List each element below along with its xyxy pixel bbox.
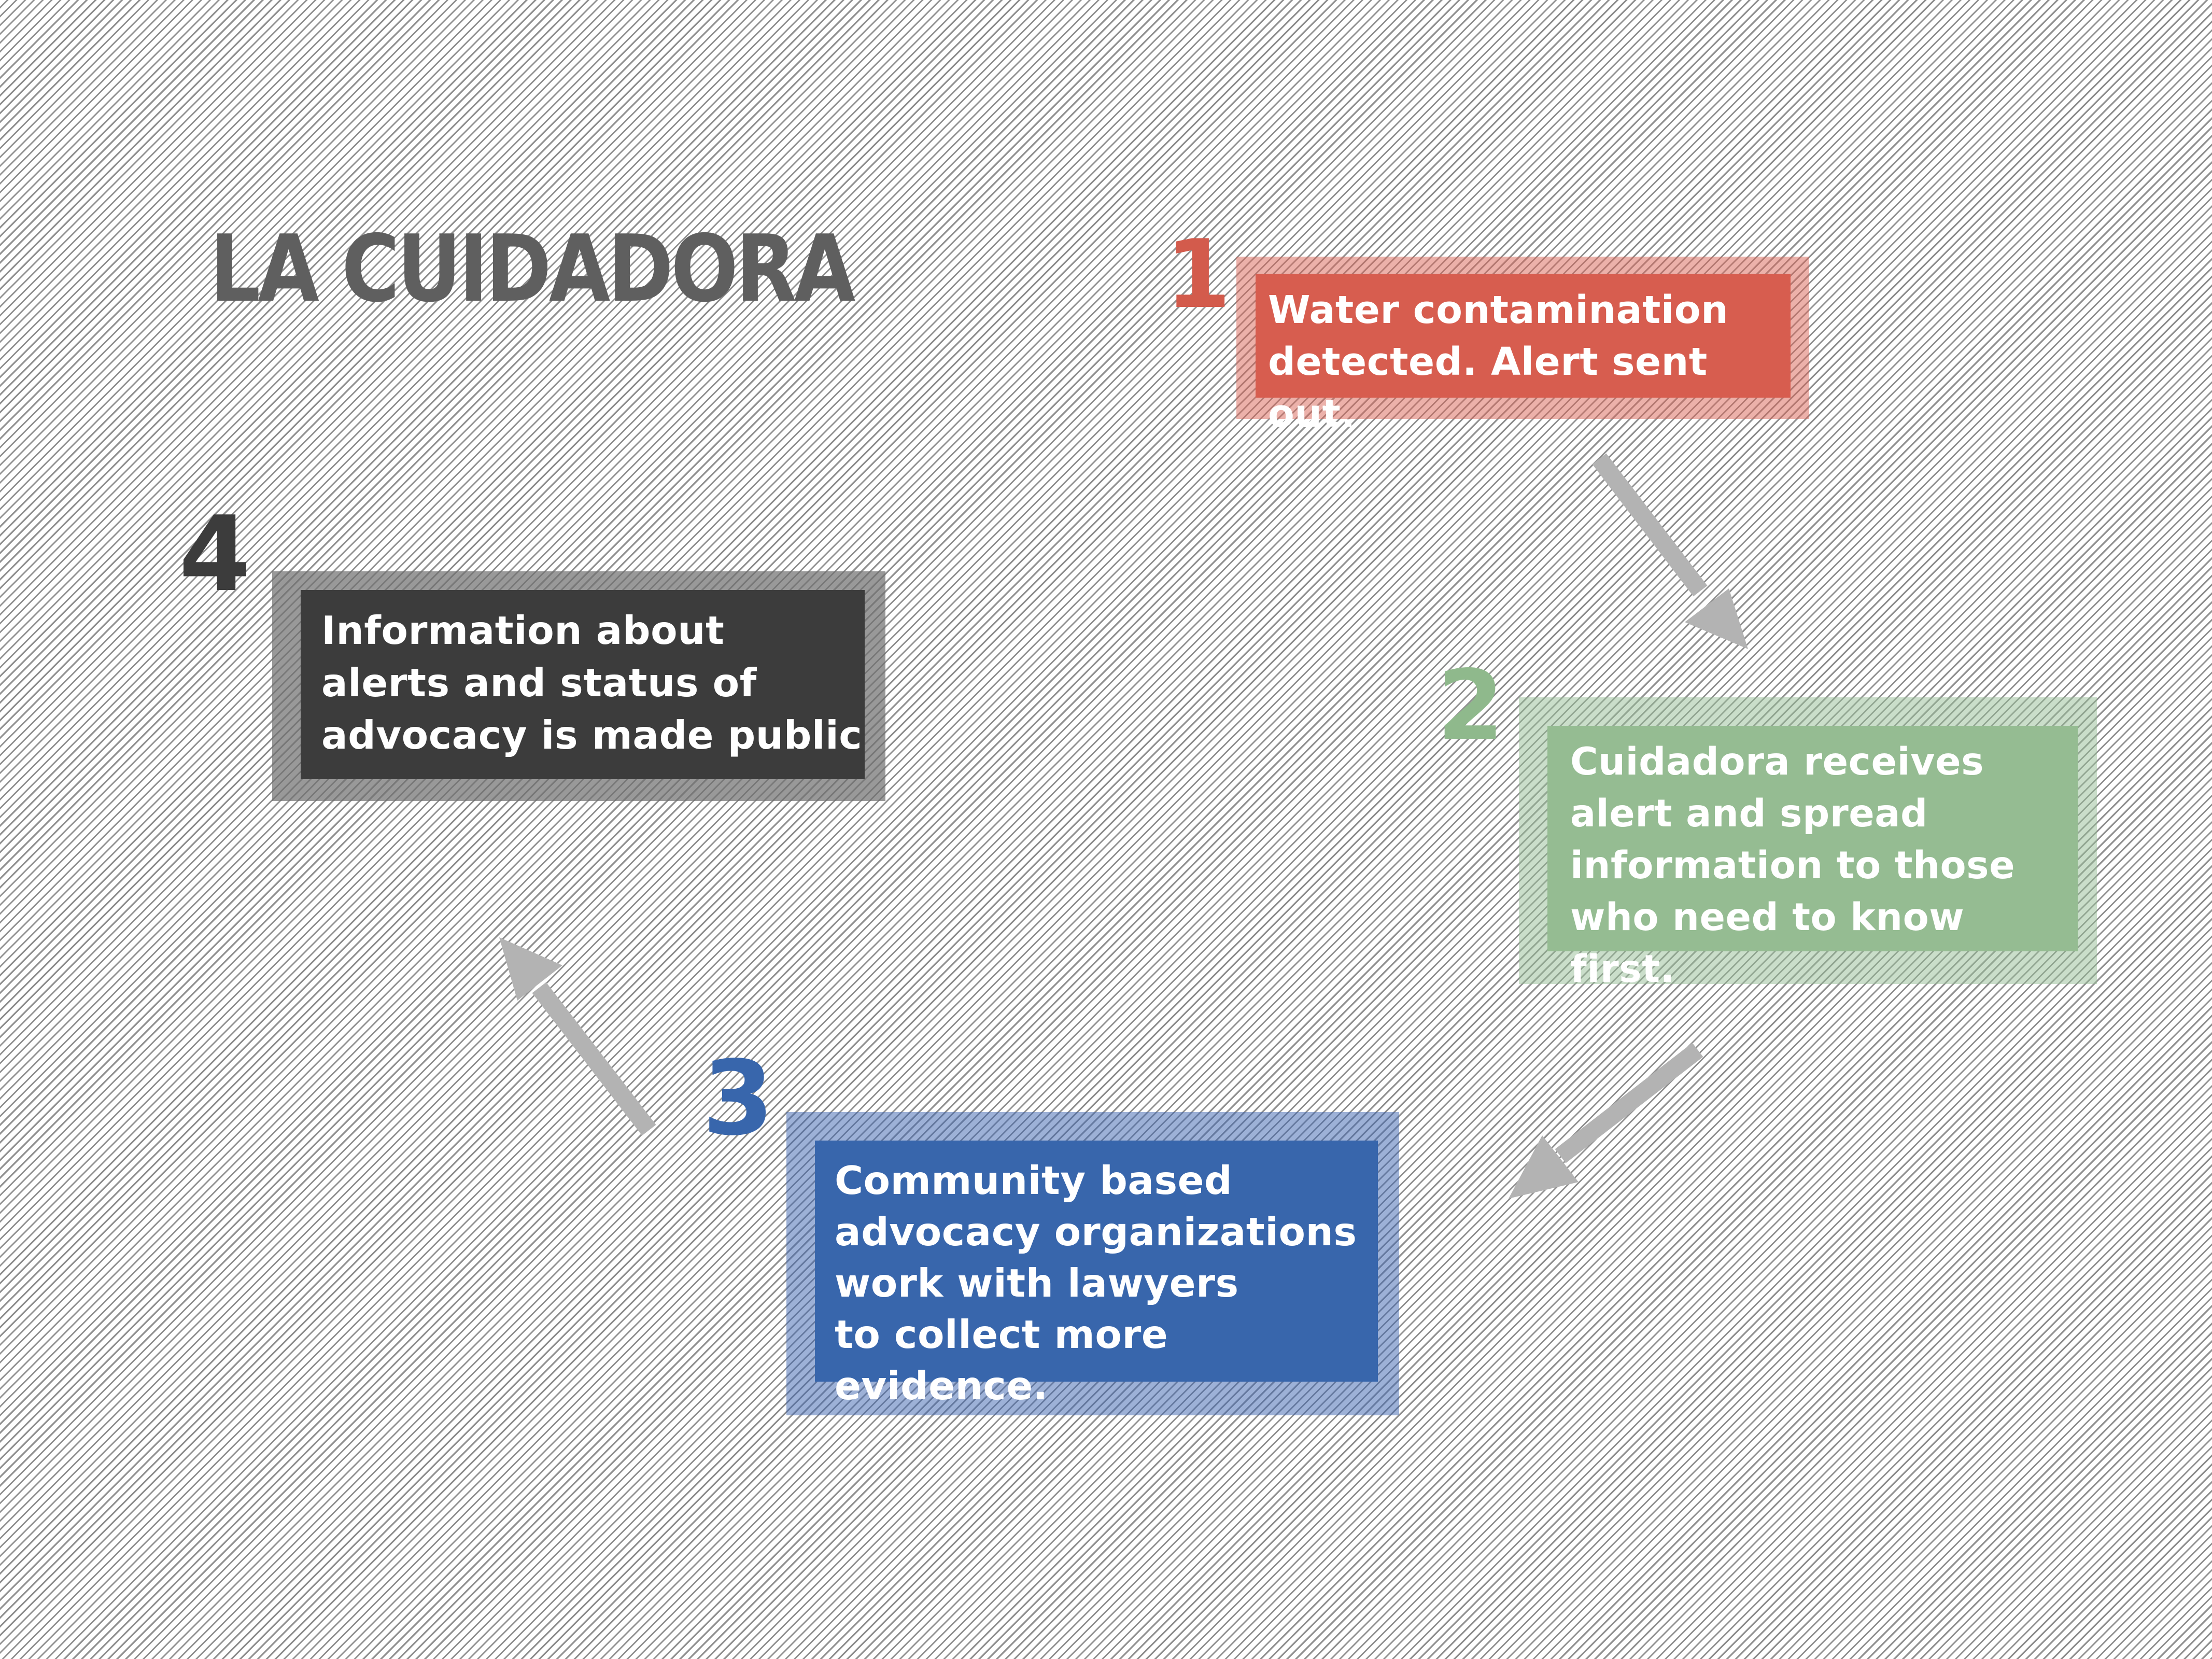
step-1-number: 1 [1165,219,1231,329]
step-3-box: Community based advocacy organizations w… [815,1141,1378,1409]
step-4-number: 4 [179,494,251,615]
step-3-text: Community based advocacy organizations w… [835,1158,1357,1409]
step-1-box: Water contamination detected. Alert sent… [1256,274,1791,436]
step-1-text: Water contamination detected. Alert sent… [1268,288,1729,436]
arrow-step3-to-step4 [499,937,656,1136]
diagram-title: LA CUIDADORA [210,215,855,322]
arrow-step2-to-step3 [1509,1043,1703,1199]
step-2-box: Cuidadora receives alert and spread info… [1547,726,2078,991]
step-2-text: Cuidadora receives alert and spread info… [1570,740,2016,991]
step-4-box: Information about alerts and status of a… [301,590,865,779]
step-3-number: 3 [702,1038,774,1158]
step-4-text: Information about alerts and status of a… [321,608,863,758]
step-2-number: 2 [1437,649,1504,762]
arrow-step1-to-step2 [1592,453,1748,649]
